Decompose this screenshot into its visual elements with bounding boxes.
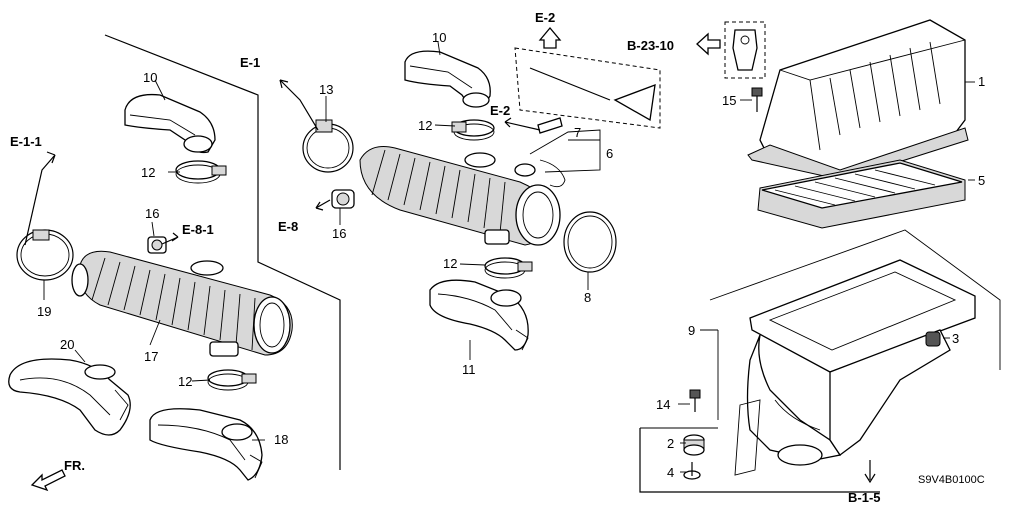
- part-number-labels: 1 2 3 4 5 6 7 8 9 10 10 11 12 12 12 12 1…: [37, 30, 985, 480]
- part-16-grommet-left: [147, 236, 167, 254]
- label-part-2: 2: [667, 436, 674, 451]
- label-part-12-lower-left: 12: [178, 374, 192, 389]
- bracket-lower-right: [639, 428, 880, 493]
- part-2-collar: [683, 434, 705, 456]
- label-part-6: 6: [606, 146, 613, 161]
- ref-e-8: E-8: [278, 219, 298, 234]
- label-part-13: 13: [319, 82, 333, 97]
- clip-icon: [724, 21, 766, 79]
- label-part-16-center: 16: [332, 226, 346, 241]
- reference-arrows: [24, 26, 876, 492]
- diagram-code: S9V4B0100C: [918, 474, 985, 486]
- label-part-17: 17: [144, 349, 158, 364]
- part-15-bolt: [751, 87, 763, 112]
- label-part-20: 20: [60, 337, 74, 352]
- divider-line-left: [104, 34, 341, 470]
- label-part-19: 19: [37, 304, 51, 319]
- part-12-clamp-center-top: [451, 119, 495, 141]
- part-12-clamp-center-lower: [484, 257, 533, 279]
- leader-lines: [43, 41, 975, 473]
- part-12-clamp-upper-left: [175, 160, 227, 184]
- ref-e-2-center: E-2: [490, 103, 510, 118]
- ref-e-1: E-1: [240, 55, 260, 70]
- part-3-grommet: [925, 331, 941, 347]
- label-part-1: 1: [978, 74, 985, 89]
- label-part-10-center: 10: [432, 30, 446, 45]
- label-part-8: 8: [584, 290, 591, 305]
- ref-e-2-top: E-2: [535, 10, 555, 25]
- front-direction-arrow-icon: [30, 469, 66, 492]
- part-6-intake-tube-center: [359, 146, 566, 246]
- part-19-clamp: [16, 229, 74, 281]
- part-14-bolt: [689, 389, 701, 412]
- label-part-18: 18: [274, 432, 288, 447]
- ref-b-1-5: B-1-5: [848, 490, 881, 505]
- part-5-air-filter-element: [757, 159, 966, 229]
- label-part-3: 3: [952, 331, 959, 346]
- label-part-14: 14: [656, 397, 670, 412]
- front-direction-label: FR.: [64, 458, 85, 473]
- part-1-air-cleaner-cover: [747, 19, 969, 181]
- label-part-4: 4: [667, 465, 674, 480]
- part-18-air-duct: [149, 408, 263, 481]
- label-part-12-upper-left: 12: [141, 165, 155, 180]
- label-part-9: 9: [688, 323, 695, 338]
- ref-e-8-1: E-8-1: [182, 222, 214, 237]
- label-part-12-center-top: 12: [418, 118, 432, 133]
- part-10-elbow-left: [124, 93, 216, 154]
- ref-e-1-1: E-1-1: [10, 134, 42, 149]
- label-part-10-left: 10: [143, 70, 157, 85]
- ref-b-23-10: B-23-10: [627, 38, 674, 53]
- part-13-clamp: [302, 119, 354, 173]
- label-part-15: 15: [722, 93, 736, 108]
- part-17-intake-tube: [71, 250, 293, 357]
- part-16-grommet-center: [331, 189, 355, 209]
- part-20-air-duct: [8, 358, 131, 436]
- label-part-16-left: 16: [145, 206, 159, 221]
- label-part-12-center-lower: 12: [443, 256, 457, 271]
- label-part-11: 11: [462, 362, 476, 377]
- box-outline-housing: [709, 229, 1001, 370]
- part-9-air-cleaner-housing: [734, 259, 976, 476]
- reference-labels: E-1 E-1-1 E-2 E-2 E-8 E-8-1 B-23-10 B-1-…: [10, 10, 985, 505]
- part-8-seal-ring: [563, 211, 617, 273]
- breather-pipe: [514, 47, 661, 134]
- part-10-elbow-center: [404, 50, 491, 108]
- label-part-5: 5: [978, 173, 985, 188]
- part-12-clamp-lower-left: [207, 369, 257, 391]
- label-part-7: 7: [574, 125, 581, 140]
- part-4-bolt: [683, 462, 701, 480]
- part-11-air-duct: [429, 279, 529, 351]
